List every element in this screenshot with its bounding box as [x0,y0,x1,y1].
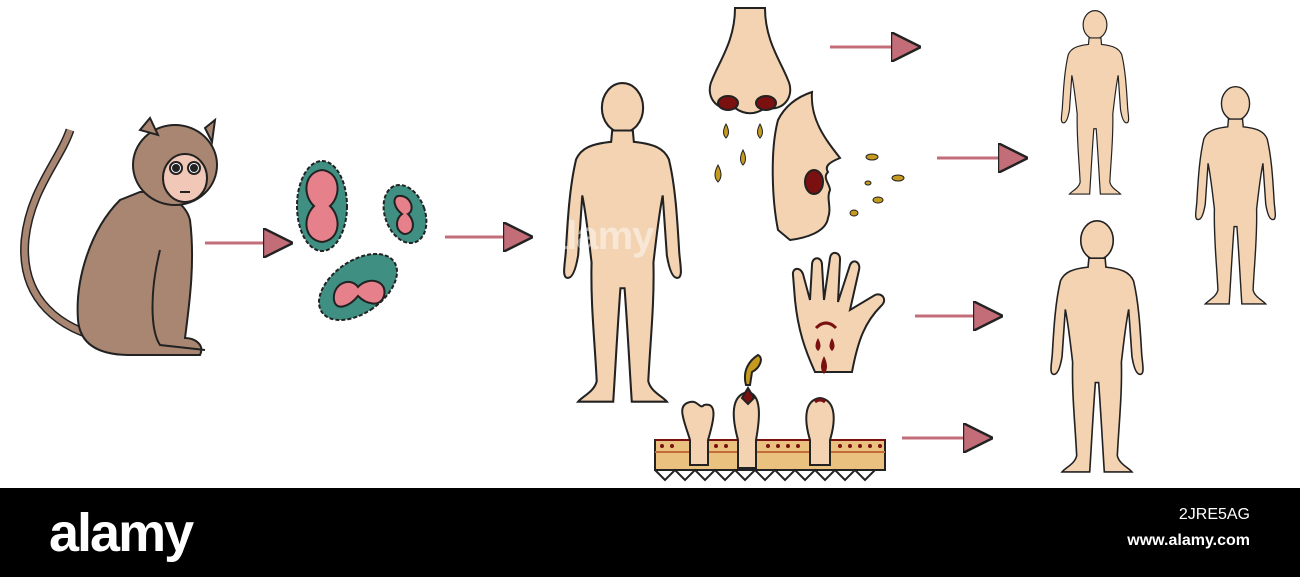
hand-wound-icon [791,252,886,373]
footer-bar: alamy 2JRE5AG www.alamy.com [0,488,1300,577]
face-sneeze-icon [771,90,842,242]
human-figure-icon [1194,86,1277,305]
sneeze-droplets [849,153,905,217]
skin-lesion-icon [654,353,886,482]
virus-particle-icon [296,160,428,322]
human-figure-icon [1060,10,1130,195]
blood-droplets [815,338,835,374]
monkey-icon [20,116,218,356]
site-url[interactable]: www.alamy.com [1127,532,1250,549]
brand-logo[interactable]: alamy [49,503,194,563]
nasal-droplets [714,122,763,183]
image-id: 2JRE5AG [1178,506,1250,523]
human-figure-icon [1050,220,1144,473]
transmission-diagram [20,7,1277,482]
watermark: alamy [545,214,654,258]
nose-icon [708,7,792,115]
skin-dots [660,444,882,448]
